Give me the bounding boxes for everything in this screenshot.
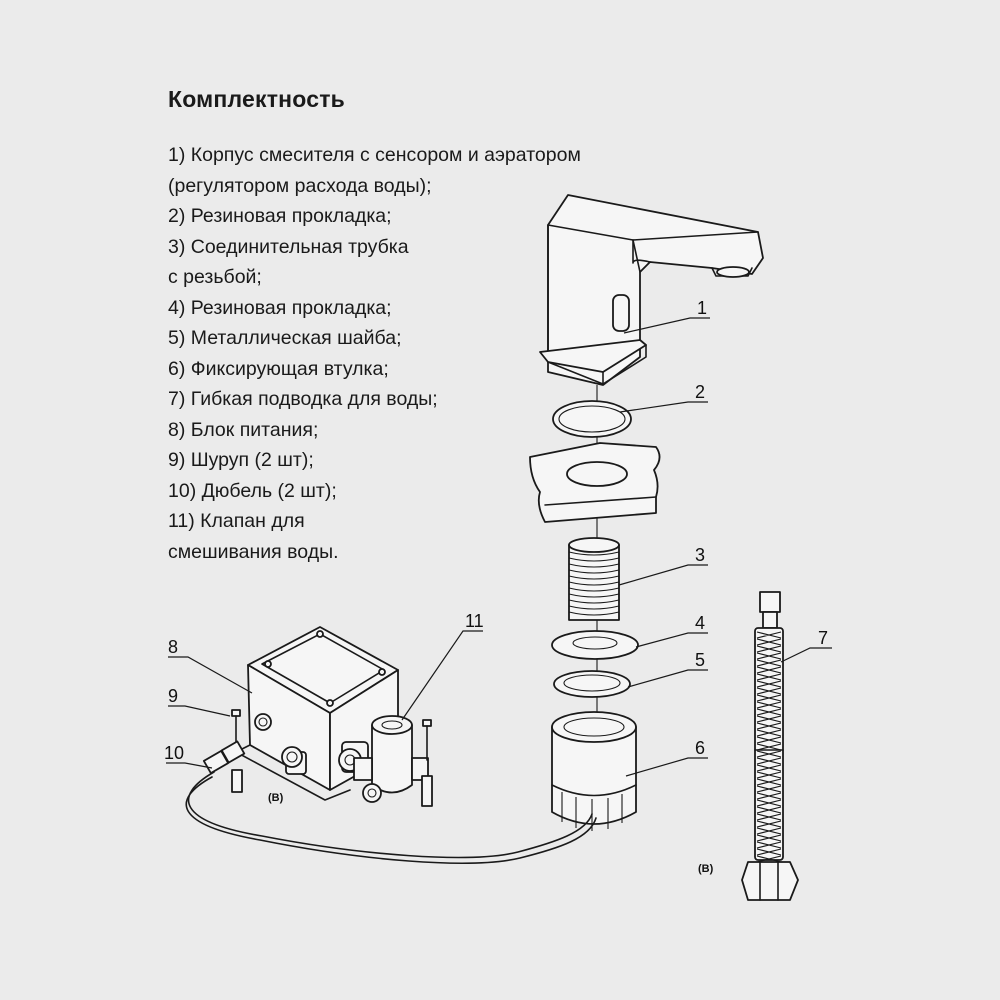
- dowel-right: [421, 775, 433, 807]
- list-item: 3) Соединительная трубка: [168, 235, 409, 258]
- screw-left: [231, 709, 241, 743]
- list-item: 1) Корпус смесителя с сенсором и аэратор…: [168, 144, 581, 166]
- list-item: 11) Клапан для: [168, 510, 305, 532]
- callout-5: 5: [695, 650, 705, 670]
- list-item: смешивания воды.: [168, 540, 339, 563]
- flexible-hose: [741, 591, 799, 901]
- list-item: 10) Дюбель (2 шт);: [168, 479, 337, 502]
- list-item: 6) Фиксирующая втулка;: [168, 357, 389, 380]
- callout-10: 10: [164, 743, 184, 763]
- list-item: 8) Блок питания;: [168, 418, 319, 441]
- washer-inner: [563, 674, 621, 692]
- list-item: (регулятором расхода воды);: [168, 174, 432, 197]
- list-item: 2) Резиновая прокладка;: [168, 205, 392, 227]
- callout-6: 6: [695, 738, 705, 758]
- fixing-sleeve: [551, 711, 637, 831]
- list-item: 9) Шуруп (2 шт);: [168, 449, 314, 471]
- mixing-valve: [353, 715, 429, 803]
- list-item: 5) Металлическая шайба;: [168, 327, 402, 349]
- callout-1: 1: [697, 298, 707, 318]
- threaded-tube: [568, 537, 620, 621]
- callout-11: 11: [465, 611, 484, 631]
- leader-lines: [166, 317, 832, 777]
- countertop: [529, 442, 661, 523]
- faucet-body: [539, 194, 764, 386]
- dowel-left: [231, 769, 243, 793]
- callout-8: 8: [168, 637, 178, 657]
- page-title: Комплектность: [168, 86, 345, 112]
- gasket-4-inner: [572, 636, 618, 650]
- callout-4: 4: [695, 613, 705, 633]
- callout-3: 3: [695, 545, 705, 565]
- mark-b-left: (B): [268, 792, 284, 804]
- callout-2: 2: [695, 382, 705, 402]
- mark-b-right: (B): [698, 863, 714, 875]
- list-item: 7) Гибкая подводка для воды;: [168, 388, 438, 410]
- callout-7: 7: [818, 628, 828, 648]
- parts-list: 1) Корпус смесителя с сенсором и аэратор…: [168, 140, 581, 567]
- callout-9: 9: [168, 686, 178, 706]
- rubber-gasket-4: [551, 630, 639, 660]
- list-item: 4) Резиновая прокладка;: [168, 296, 392, 319]
- screw-right: [422, 719, 432, 761]
- list-item: с резьбой;: [168, 266, 262, 288]
- gasket-2-inner: [558, 405, 626, 433]
- rubber-gasket-2: [552, 400, 632, 438]
